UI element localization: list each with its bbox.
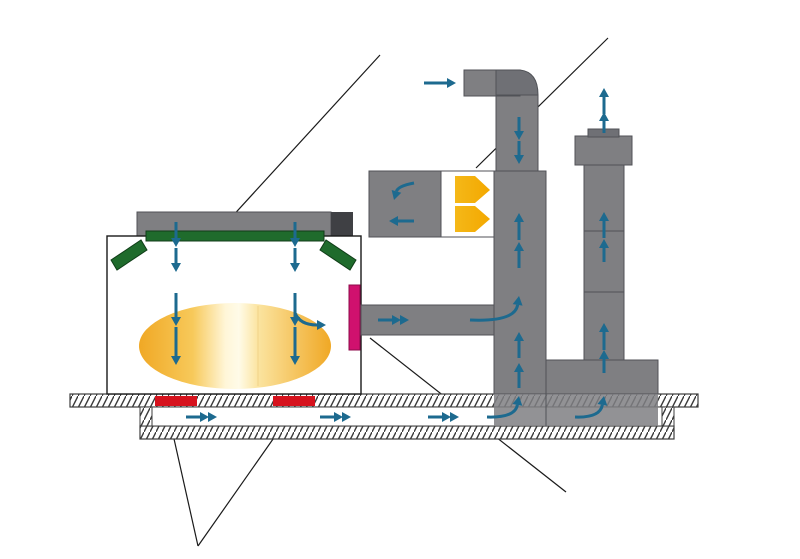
stack-up-arrow-icon-b: [599, 239, 609, 262]
angled-light-right: [319, 239, 357, 271]
exhaust-duct-double-arrow-icon: [378, 315, 409, 325]
floor-slab-post-left: [139, 406, 153, 427]
stack-exit-arrow-icon-a: [599, 88, 609, 114]
floor-slab-post-right: [661, 406, 675, 427]
stack-up-arrow-icon-c: [599, 323, 609, 350]
intake-box-left-arrow-icon: [389, 216, 414, 226]
floor-exhaust-grate-left: [155, 396, 197, 406]
column-up-arrow-icon-d: [514, 363, 524, 388]
exhaust-outlet-grille: [348, 284, 361, 351]
stack-up-arrow-icon-d: [599, 350, 609, 373]
cabin-down-arrow-icon-d: [290, 327, 300, 365]
floor-slab-lower: [139, 425, 675, 440]
intake-box-curved-arrow-icon: [391, 181, 415, 200]
ceiling-filter: [145, 230, 325, 242]
cabin-down-arrow-icon-a: [171, 293, 181, 326]
channel-turn-arrow-icon-b: [574, 396, 608, 419]
channel-turn-arrow-icon-a: [486, 396, 523, 419]
supply-down-arrow-icon-b: [171, 248, 181, 272]
exhaust-stack-cap: [574, 135, 633, 166]
supply-fan-column: [493, 170, 547, 395]
leader-line-filter: [217, 54, 381, 233]
riser-down-arrow-icon: [514, 117, 524, 140]
flow-arrows: [171, 78, 609, 422]
riser-down-arrow-icon-2: [514, 141, 524, 164]
air-intake-box: [368, 170, 442, 238]
intake-elbow-corner: [495, 69, 539, 96]
burner-heater-upper: [455, 176, 490, 203]
column-up-arrow-icon-a: [514, 213, 524, 240]
supply-down-arrow-icon-c: [290, 222, 300, 247]
base-connector-box: [545, 359, 659, 395]
cabin-down-arrow-icon-b: [171, 327, 181, 365]
intake-flow-arrow-icon: [424, 78, 456, 88]
floor-exhaust-grate-right: [273, 396, 315, 406]
burner-heater-lower: [455, 206, 490, 232]
vehicle-object-glow: [139, 303, 331, 389]
plenum-end-cap: [331, 212, 353, 236]
channel-double-arrow-icon-b: [320, 412, 351, 422]
stack-exit-arrow-icon-b: [599, 112, 609, 133]
column-floor-section: [494, 394, 546, 426]
angled-light-left: [110, 239, 148, 271]
supply-down-arrow-icon-d: [290, 248, 300, 272]
exhaust-duct-turn-arrow-icon: [469, 296, 523, 322]
column-up-arrow-icon-b: [514, 242, 524, 268]
channel-double-arrow-icon-c: [428, 412, 459, 422]
channel-double-arrow-icon-a: [186, 412, 217, 422]
outlet-curved-arrow-icon: [293, 312, 326, 330]
stack-up-arrow-icon-a: [599, 212, 609, 238]
column-up-arrow-icon-c: [514, 332, 524, 358]
supply-down-arrow-icon-a: [171, 222, 181, 247]
